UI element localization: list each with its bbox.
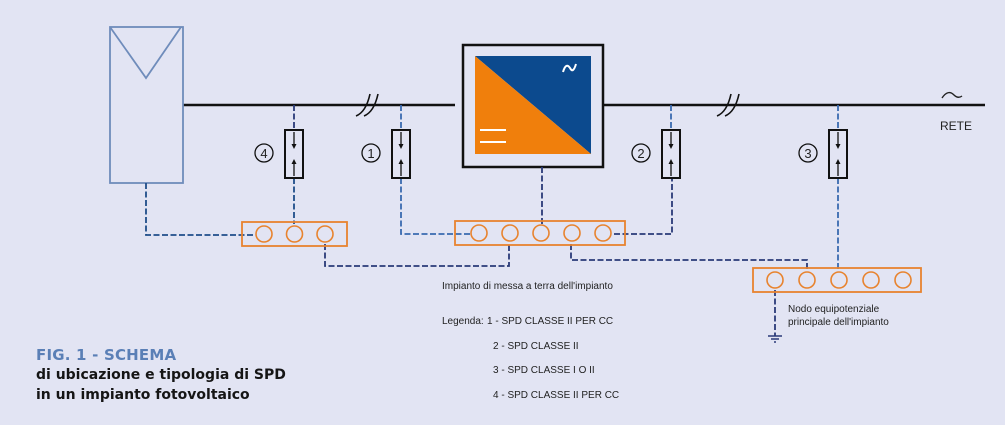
legend-item-3: 3 - SPD CLASSE I O II [493, 365, 595, 376]
arrow-down-icon [835, 144, 841, 149]
terminal-circle [255, 225, 273, 243]
spd-number-label: 4 [260, 146, 267, 161]
spd-number-label: 2 [637, 146, 644, 161]
legend-title: Legenda: [442, 316, 484, 327]
terminal-circle [532, 224, 550, 242]
caption-line-2: in un impianto fotovoltaico [36, 387, 250, 403]
legend-item-2: 2 - SPD CLASSE II [493, 341, 579, 352]
pv-panel-symbol-icon [109, 26, 182, 80]
legend-item-4: 4 - SPD CLASSE II PER CC [493, 390, 619, 401]
line-break-dc [355, 93, 379, 117]
arrow-up-icon [398, 159, 404, 164]
ground-wires [145, 105, 839, 336]
figure-caption: FIG. 1 - SCHEMA di ubicazione e tipologi… [36, 345, 286, 405]
terminal-circle [894, 271, 912, 289]
terminal-circle [501, 224, 519, 242]
arrow-up-icon [291, 159, 297, 164]
arrow-up-icon [835, 159, 841, 164]
terminal-circle [594, 224, 612, 242]
grid-ac-symbol-icon [941, 91, 963, 99]
arrow-down-icon [398, 144, 404, 149]
legend-item-1: 1 - SPD CLASSE II PER CC [487, 316, 613, 327]
inverter [461, 43, 605, 169]
terminal-circle [316, 225, 334, 243]
terminal-circle [798, 271, 816, 289]
spd-device-2: 2 [631, 129, 681, 179]
arrow-up-icon [668, 159, 674, 164]
spd-number-label: 1 [367, 146, 374, 161]
earth-ground-icon [768, 335, 782, 343]
arrow-down-icon [291, 144, 297, 149]
spd-number-label: 3 [804, 146, 811, 161]
spd-number-circle [631, 143, 651, 163]
equipotential-bar-inverter [454, 220, 626, 246]
line-break-ac [716, 93, 740, 117]
caption-line-1: di ubicazione e tipologia di SPD [36, 367, 286, 383]
terminal-circle [766, 271, 784, 289]
ac-symbol-icon [562, 63, 577, 73]
terminal-circle [830, 271, 848, 289]
terminal-circle [563, 224, 581, 242]
caption-title: FIG. 1 - SCHEMA [36, 346, 177, 364]
spd-device-4: 4 [254, 129, 304, 179]
main-equipotential-node [752, 267, 922, 293]
terminal-circle [470, 224, 488, 242]
spd-device-1: 1 [361, 129, 411, 179]
equipotential-bar-dc [241, 221, 348, 247]
arrow-down-icon [668, 144, 674, 149]
terminal-circle [285, 225, 304, 243]
node-label-line1: Nodo equipotenziale [788, 304, 880, 315]
terminal-circle [862, 271, 880, 289]
ground-system-label: Impianto di messa a terra dell'impianto [442, 281, 613, 292]
grid-label: RETE [940, 119, 972, 133]
node-label-line2: principale dell'impianto [788, 317, 889, 328]
spd-device-3: 3 [798, 129, 848, 179]
pv-panel [109, 26, 184, 184]
spd-number-circle [254, 143, 274, 163]
spd-number-circle [798, 143, 818, 163]
spd-number-circle [361, 143, 381, 163]
